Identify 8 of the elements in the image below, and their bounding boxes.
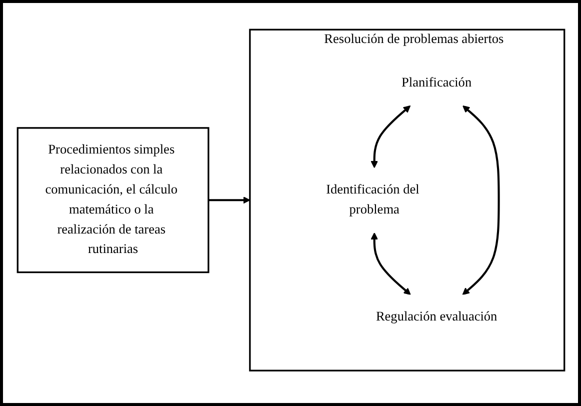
arrow	[370, 232, 410, 296]
node-box: Procedimientos simples relacionados con la comunicación, el cálculo matemático o la realización de tareas rutinarias	[16, 128, 209, 274]
arrow	[462, 106, 500, 296]
node-text: Identificación del problema	[326, 183, 419, 218]
node-text: Planificación	[401, 76, 472, 90]
arrow	[370, 106, 410, 168]
node-text: Regulación evaluación	[375, 310, 497, 324]
arrow	[208, 196, 250, 204]
